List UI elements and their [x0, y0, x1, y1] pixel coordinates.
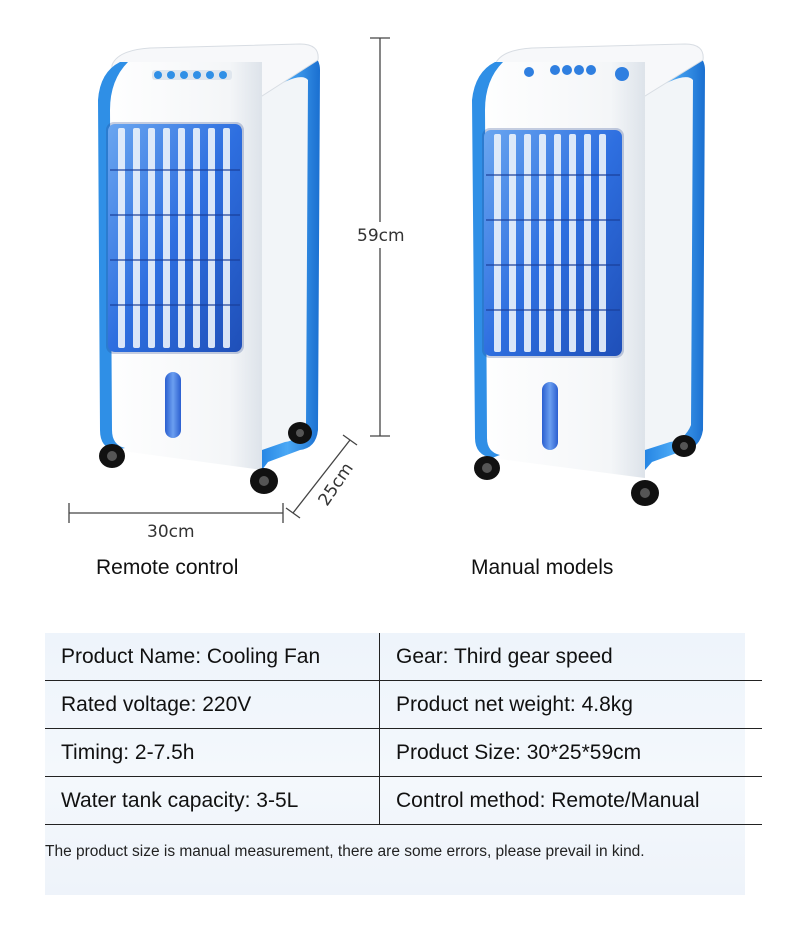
remote-control-cooler — [98, 43, 320, 494]
specification-panel: Product Name: Cooling Fan Gear: Third ge… — [45, 633, 762, 895]
spec-cell: Product net weight: 4.8kg — [379, 680, 762, 729]
table-row: Timing: 2-7.5h Product Size: 30*25*59cm — [45, 728, 762, 777]
spec-cell: Product Size: 30*25*59cm — [379, 728, 762, 777]
table-row: Rated voltage: 220V Product net weight: … — [45, 680, 762, 729]
manual-knobs — [524, 65, 629, 81]
spec-cell: Control method: Remote/Manual — [379, 776, 762, 825]
depth-dimension — [285, 434, 358, 519]
product-illustration: 59cm 30cm 25cm — [68, 37, 705, 542]
table-row: Product Name: Cooling Fan Gear: Third ge… — [45, 633, 762, 681]
spec-cell: Product Name: Cooling Fan — [45, 633, 380, 681]
spec-cell: Rated voltage: 220V — [45, 680, 380, 729]
measurement-note: The product size is manual measurement, … — [45, 843, 645, 860]
spec-cell: Timing: 2-7.5h — [45, 728, 380, 777]
width-dimension — [68, 503, 284, 523]
height-dimension — [370, 37, 390, 437]
remote-control-caption: Remote control — [96, 556, 239, 579]
width-label: 30cm — [147, 522, 195, 542]
table-row: Water tank capacity: 3-5L Control method… — [45, 776, 762, 825]
control-panel — [152, 70, 232, 80]
depth-label: 25cm — [315, 459, 358, 510]
specification-table: Product Name: Cooling Fan Gear: Third ge… — [45, 633, 762, 825]
manual-models-caption: Manual models — [471, 556, 614, 579]
spec-cell: Water tank capacity: 3-5L — [45, 776, 380, 825]
spec-cell: Gear: Third gear speed — [379, 633, 762, 681]
height-label: 59cm — [357, 226, 405, 246]
manual-cooler — [472, 43, 705, 506]
